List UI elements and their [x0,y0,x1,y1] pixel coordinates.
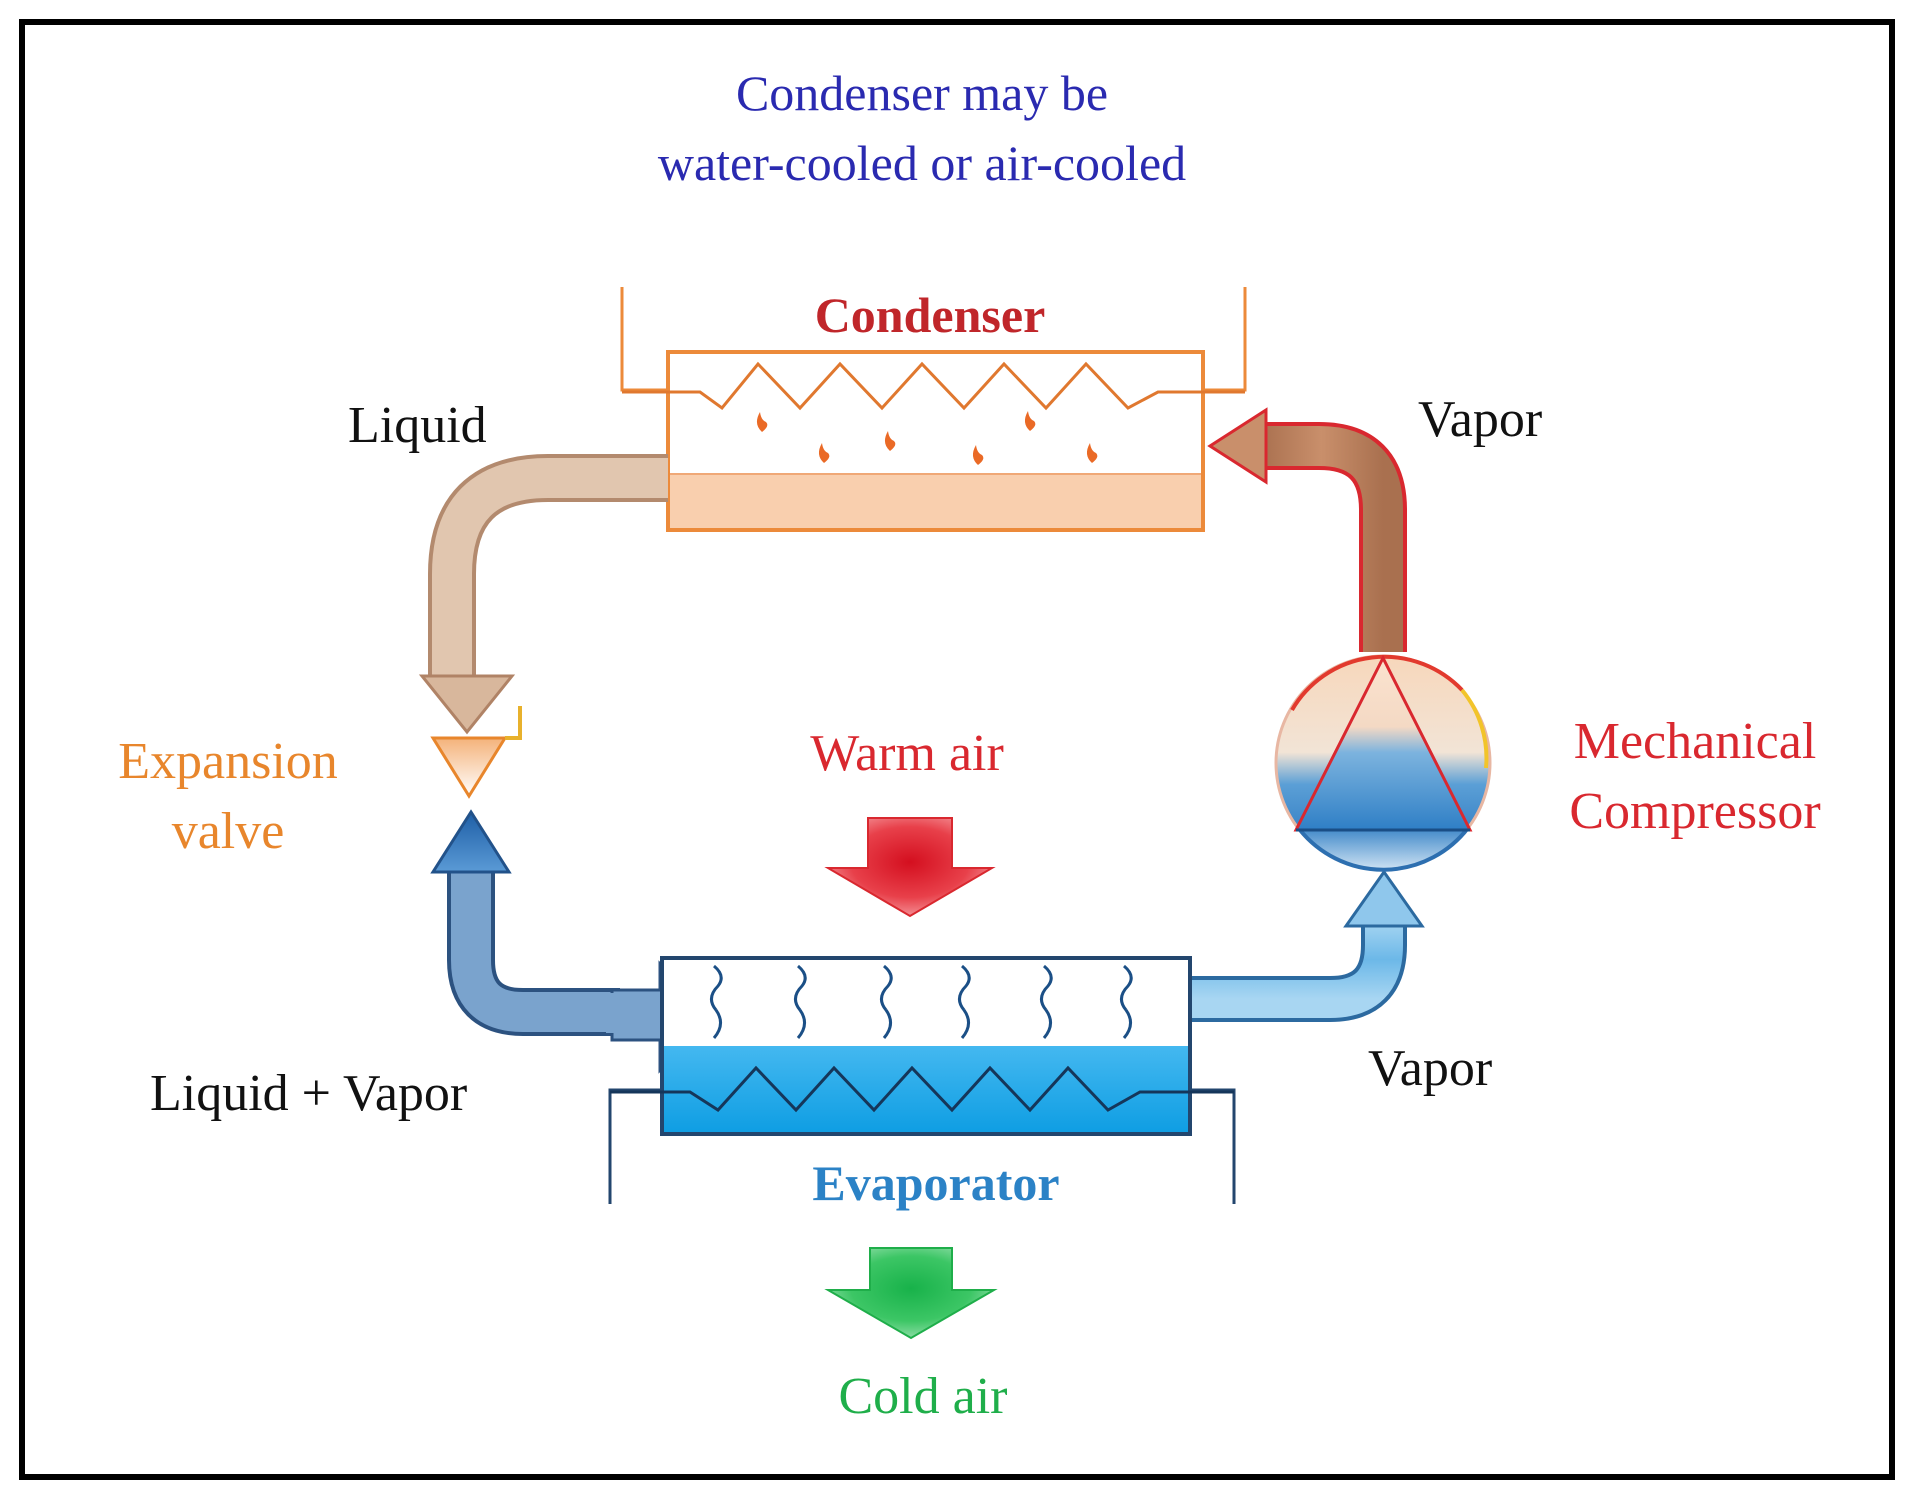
compressor-label-line2: Compressor [1569,783,1820,840]
evaporator-label: Evaporator [812,1155,1059,1211]
evaporator-coil [610,1065,1234,1113]
vapor-top-label: Vapor [1418,391,1542,448]
expansion-valve-label-line1: Expansion [118,733,338,790]
cold-air-arrow [824,1247,998,1340]
liquid-pipe [418,454,668,735]
condenser-coil [622,361,1245,411]
vapor-suction-arrowhead [1343,869,1425,928]
condenser-liquid [670,474,1201,528]
heat-flames [756,411,1098,465]
vapor-discharge-arrowhead [1207,407,1268,485]
mechanical-compressor [1274,654,1492,872]
cold-air-label: Cold air [839,1368,1008,1425]
vapor-discharge-pipe [1207,407,1407,652]
compressor-label-line1: Mechanical [1574,713,1817,770]
outer-frame [19,19,1895,1480]
condenser-note-line1: Condenser may be [736,65,1108,121]
expansion-valve-label-line2: valve [172,803,285,860]
warm-air-arrow [824,817,996,918]
valve-upper-cone [430,736,508,799]
warm-air-label: Warm air [810,725,1004,782]
vapor-bottom-label: Vapor [1368,1040,1492,1097]
condenser [620,287,1247,532]
evaporator-liquid [664,1046,1188,1132]
expansion-valve [430,706,522,799]
condenser-label: Condenser [815,287,1046,343]
condenser-note-line2: water-cooled or air-cooled [658,135,1186,191]
liquid-vapor-label: Liquid + Vapor [150,1065,467,1122]
vapor-suction-pipe [1192,869,1425,1022]
blue-pipe-up-arrowhead [430,809,512,874]
vapor-squiggles [710,964,1133,1039]
liquid-pipe-arrowhead [418,674,516,735]
liquid-label: Liquid [348,397,487,454]
evaporator [608,956,1236,1204]
